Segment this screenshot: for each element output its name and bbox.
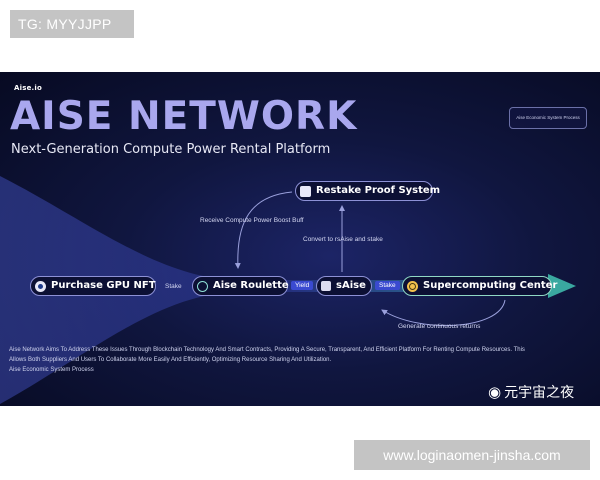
- aise-logo: Aise.io: [14, 84, 42, 92]
- shield-icon: [300, 185, 311, 197]
- stake-label-2: Stake: [375, 281, 400, 290]
- roulette-label: Aise Roulette: [213, 280, 289, 291]
- returns-arc: [381, 299, 506, 327]
- main-arrow-head: [548, 274, 576, 298]
- description-line-1: Aise Network Aims To Address These Issue…: [9, 347, 525, 353]
- aise-roulette-node: Aise Roulette: [192, 276, 289, 296]
- globe-icon: [407, 280, 418, 292]
- page-title: AISE NETWORK: [10, 94, 358, 139]
- yield-label: Yield: [291, 281, 314, 290]
- description-line-2: Allows Both Suppliers And Users To Colla…: [9, 357, 332, 363]
- economic-process-badge: Aise Economic System Process: [509, 107, 587, 129]
- restake-label: Restake Proof System: [316, 185, 441, 196]
- page-subtitle: Next-Generation Compute Power Rental Pla…: [11, 142, 331, 157]
- tg-tag: TG: MYYJJPP: [10, 10, 134, 38]
- super-label: Supercomputing Center: [423, 280, 558, 291]
- boost-label: Receive Compute Power Boost Buff: [200, 217, 304, 224]
- purchase-gpu-node: Purchase GPU NFT: [30, 276, 156, 296]
- saise-node: sAise: [316, 276, 372, 296]
- boost-arc: [234, 191, 293, 269]
- description: Aise Network Aims To Address These Issue…: [9, 345, 589, 375]
- roulette-icon: [197, 280, 208, 292]
- restake-proof-node: Restake Proof System: [295, 181, 440, 201]
- convert-label: Convert to rsAise and stake: [303, 236, 383, 243]
- returns-label: Generate continuous returns: [398, 323, 481, 330]
- supercomputing-node: Supercomputing Center: [402, 276, 557, 296]
- watermark-text: 元宇宙之夜: [504, 385, 575, 401]
- weibo-icon: ◉: [488, 383, 502, 401]
- description-line-3: Aise Economic System Process: [9, 367, 94, 373]
- coin-icon: [35, 280, 46, 292]
- token-icon: [321, 281, 331, 291]
- saise-label: sAise: [336, 280, 366, 291]
- purchase-label: Purchase GPU NFT: [51, 280, 156, 291]
- aise-banner: Aise.io AISE NETWORK Next-Generation Com…: [0, 72, 600, 406]
- footer-url: www.loginaomen-jinsha.com: [354, 440, 590, 470]
- weibo-watermark: ◉ 元宇宙之夜: [488, 382, 574, 402]
- stake-label-1: Stake: [165, 283, 182, 290]
